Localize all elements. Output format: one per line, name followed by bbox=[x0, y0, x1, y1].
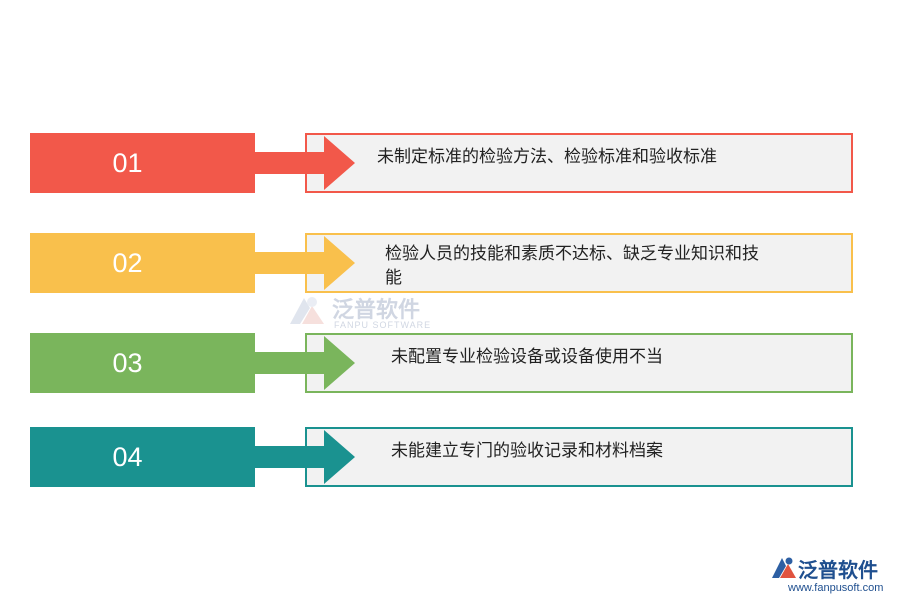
fanpu-logo-icon bbox=[772, 557, 796, 578]
number-block: 03 bbox=[30, 333, 255, 393]
item-row-03: 03 未配置专业检验设备或设备使用不当 bbox=[0, 333, 900, 395]
item-number: 01 bbox=[112, 147, 143, 178]
arrow-icon bbox=[254, 336, 355, 390]
item-text-box: 未制定标准的检验方法、检验标准和验收标准 bbox=[305, 133, 853, 193]
item-number: 02 bbox=[112, 247, 143, 278]
logo-name: 泛普软件 bbox=[798, 558, 878, 582]
item-row-01: 01 未制定标准的检验方法、检验标准和验收标准 bbox=[0, 133, 900, 195]
arrow-icon bbox=[254, 430, 355, 484]
item-row-02: 02 检验人员的技能和素质不达标、缺乏专业知识和技能 bbox=[0, 233, 900, 295]
watermark: 泛普软件 FANPU SOFTWARE bbox=[282, 292, 462, 332]
number-block: 01 bbox=[30, 133, 255, 193]
number-block: 04 bbox=[30, 427, 255, 487]
item-number: 03 bbox=[112, 347, 143, 378]
item-text: 未能建立专门的验收记录和材料档案 bbox=[391, 441, 663, 461]
logo-url: www.fanpusoft.com bbox=[788, 582, 884, 594]
fanpu-logo-icon bbox=[290, 297, 324, 324]
item-text: 未制定标准的检验方法、检验标准和验收标准 bbox=[377, 147, 717, 167]
item-text: 检验人员的技能和素质不达标、缺乏专业知识和技能 bbox=[385, 244, 759, 288]
item-text-box: 未配置专业检验设备或设备使用不当 bbox=[305, 333, 853, 393]
watermark-subtitle: FANPU SOFTWARE bbox=[334, 320, 432, 330]
brand-logo: 泛普软件 www.fanpusoft.com bbox=[768, 552, 896, 598]
item-number: 04 bbox=[112, 441, 143, 472]
watermark-name: 泛普软件 bbox=[332, 298, 421, 323]
item-text-box: 未能建立专门的验收记录和材料档案 bbox=[305, 427, 853, 487]
item-text: 未配置专业检验设备或设备使用不当 bbox=[391, 347, 663, 367]
number-block: 02 bbox=[30, 233, 255, 293]
arrow-icon bbox=[254, 236, 355, 290]
item-row-04: 04 未能建立专门的验收记录和材料档案 bbox=[0, 427, 900, 489]
item-text-box: 检验人员的技能和素质不达标、缺乏专业知识和技能 bbox=[305, 233, 853, 293]
